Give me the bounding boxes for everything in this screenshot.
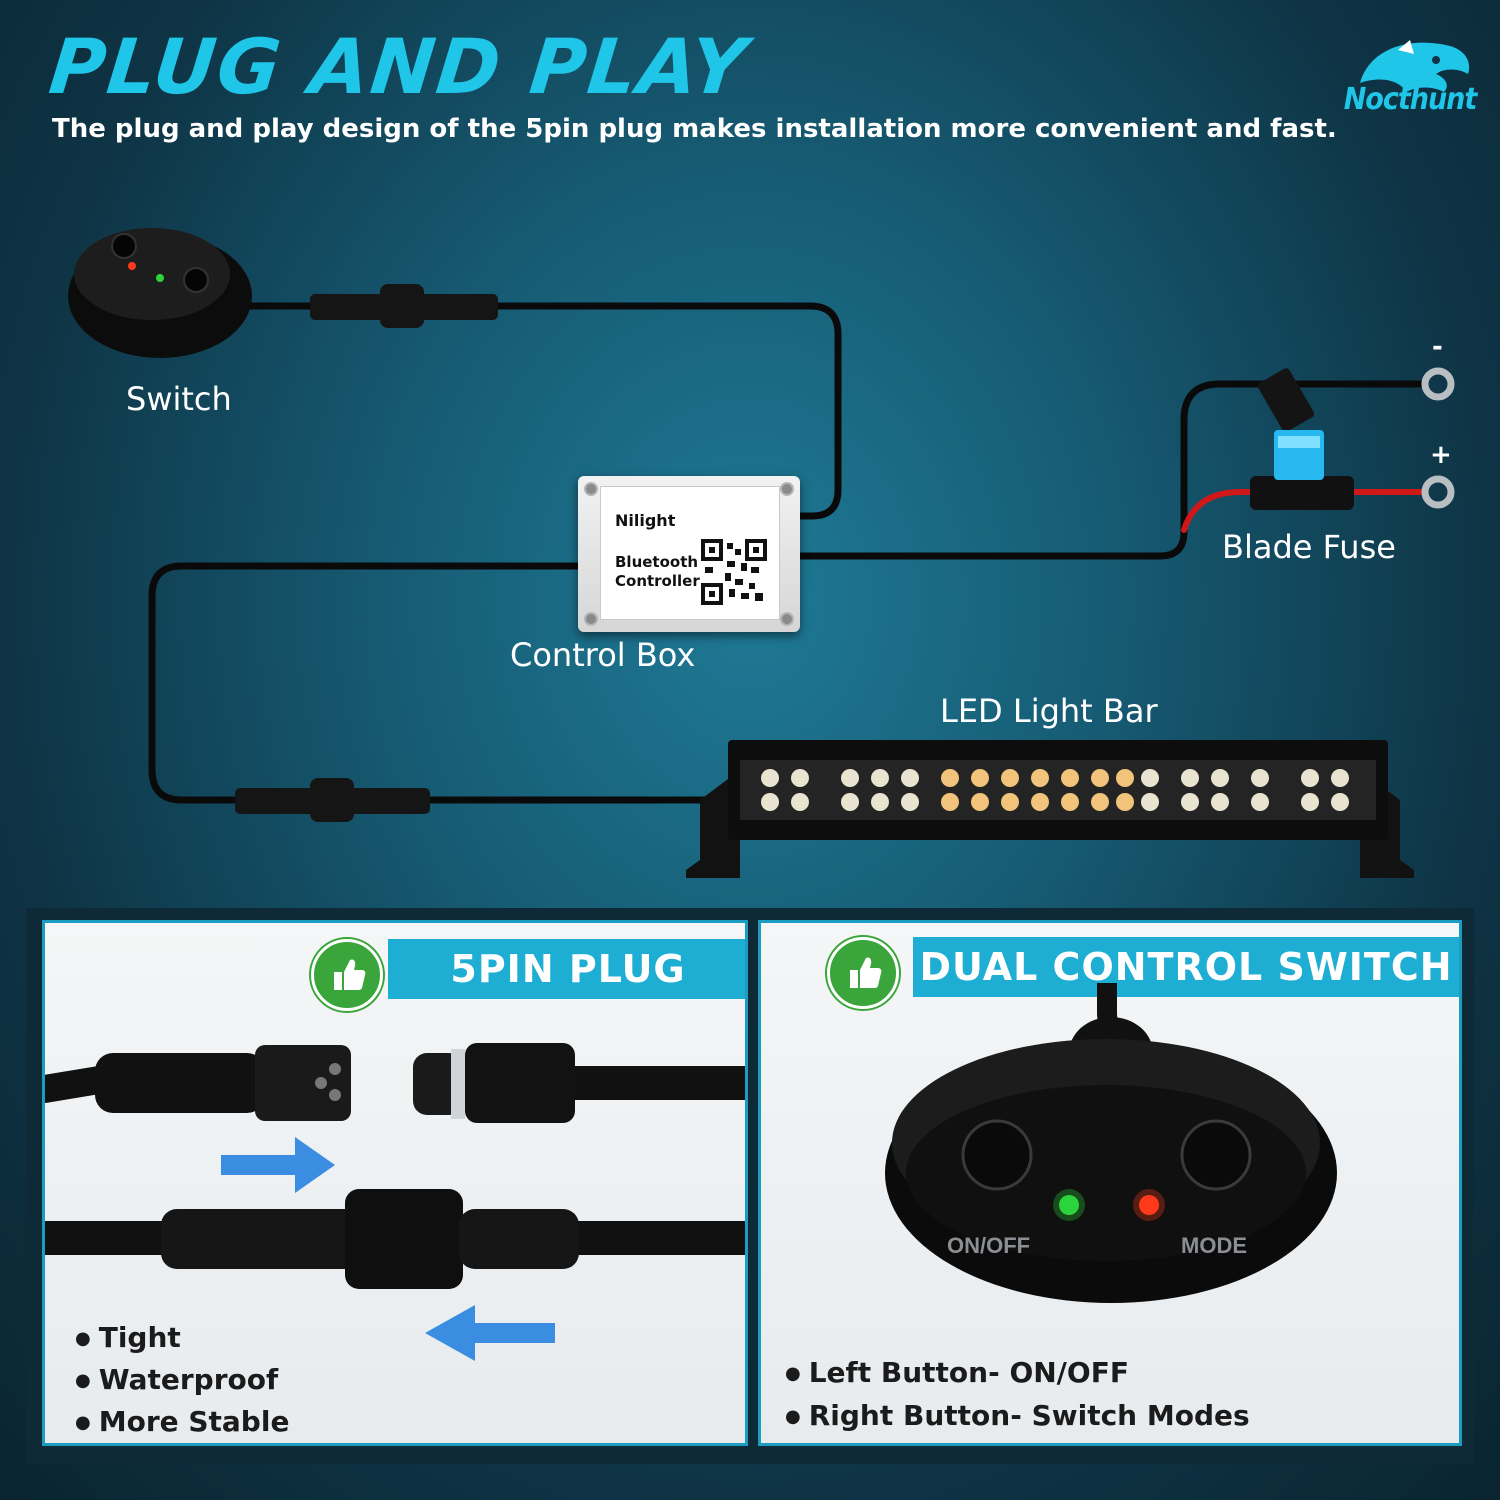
blade-fuse-icon <box>1250 368 1354 510</box>
bullet-item: Left Button- ON/OFF <box>785 1353 1250 1396</box>
wire-box-to-bar <box>148 562 744 804</box>
five-pin-plug-heading: 5PIN PLUG <box>388 939 745 999</box>
brand-name: Nocthunt <box>1343 82 1478 117</box>
five-pin-plug-panel: 5PIN PLUG Tight Waterproof More Stable <box>42 920 748 1446</box>
connector-top <box>310 284 498 328</box>
wire-positive <box>1181 489 1423 533</box>
bullet-item: Right Button- Switch Modes <box>785 1396 1250 1439</box>
qr-code-icon <box>701 539 767 605</box>
negative-ring-terminal <box>1421 367 1455 401</box>
switch-device-illustration <box>885 983 1337 1303</box>
wiring-diagram <box>68 228 1455 878</box>
bullet-item: Tight <box>75 1319 289 1361</box>
bullet-item: More Stable <box>75 1403 290 1443</box>
on-off-button-label: ON/OFF <box>947 1233 1031 1258</box>
positive-symbol: + <box>1430 440 1452 470</box>
control-box-sticker: Nilight Bluetooth Controller <box>600 486 780 620</box>
bullet-item: Waterproof <box>75 1361 289 1403</box>
switch-label: Switch <box>126 380 232 418</box>
dual-control-switch-heading: DUAL CONTROL SWITCH <box>913 937 1459 997</box>
control-box-label: Control Box <box>510 636 696 674</box>
wire-switch-to-box <box>241 302 842 520</box>
control-box-title-line1: Bluetooth <box>615 553 699 571</box>
control-box-brand: Nilight <box>615 511 676 530</box>
light-bar-label: LED Light Bar <box>940 692 1158 730</box>
mode-button-label: MODE <box>1181 1233 1247 1258</box>
positive-ring-terminal <box>1421 475 1455 509</box>
control-box: Nilight Bluetooth Controller <box>578 476 800 632</box>
control-box-title-line2: Controller <box>615 572 700 590</box>
five-pin-plug-bullets: Tight Waterproof More Stable <box>75 1319 290 1443</box>
led-light-bar-icon <box>686 740 1414 878</box>
five-pin-plug-illustration <box>45 1043 745 1361</box>
panther-logo-icon <box>1360 40 1470 92</box>
dual-control-switch-panel: DUAL CONTROL SWITCH ON/OFF MODE Left But… <box>758 920 1462 1446</box>
thumbs-up-icon <box>311 939 383 1011</box>
wire-box-to-fuse <box>796 380 1424 560</box>
page-subtitle: The plug and play design of the 5pin plu… <box>52 114 1337 144</box>
switch-device-icon <box>68 228 252 358</box>
negative-symbol: - <box>1432 332 1443 362</box>
blade-fuse-label: Blade Fuse <box>1222 528 1396 566</box>
dual-control-switch-bullets: Left Button- ON/OFF Right Button- Switch… <box>785 1353 1250 1439</box>
connector-bottom <box>235 778 430 822</box>
thumbs-up-icon <box>827 937 899 1009</box>
control-box-title: Bluetooth Controller <box>615 553 700 591</box>
